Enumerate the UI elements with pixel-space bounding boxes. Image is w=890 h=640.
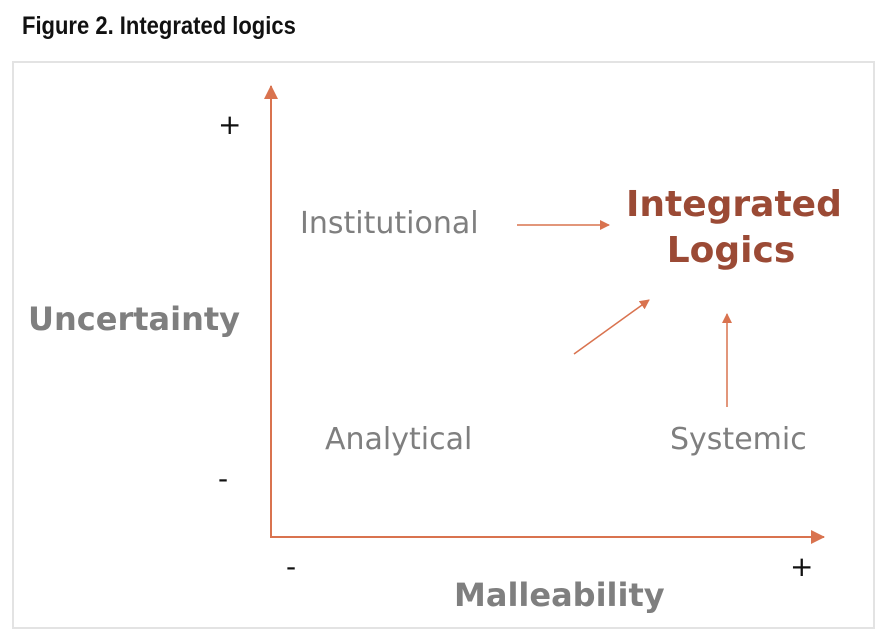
diagram-frame xyxy=(12,61,875,629)
analytical-label: Analytical xyxy=(325,422,473,457)
y-plus: + xyxy=(218,108,242,141)
x-minus: - xyxy=(286,550,297,583)
institutional-label: Institutional xyxy=(300,206,479,241)
y-axis-label: Uncertainty xyxy=(28,300,241,338)
integrated-logics-label: Integrated Logics xyxy=(626,182,842,274)
systemic-label: Systemic xyxy=(670,422,807,457)
target-line2: Logics xyxy=(666,230,796,271)
arrow-analytical xyxy=(573,299,650,355)
target-line1: Integrated xyxy=(626,184,842,225)
y-minus: - xyxy=(218,462,229,495)
x-axis-label: Malleability xyxy=(454,576,665,614)
x-plus: + xyxy=(790,550,814,583)
figure-title: Figure 2. Integrated logics xyxy=(22,12,296,40)
